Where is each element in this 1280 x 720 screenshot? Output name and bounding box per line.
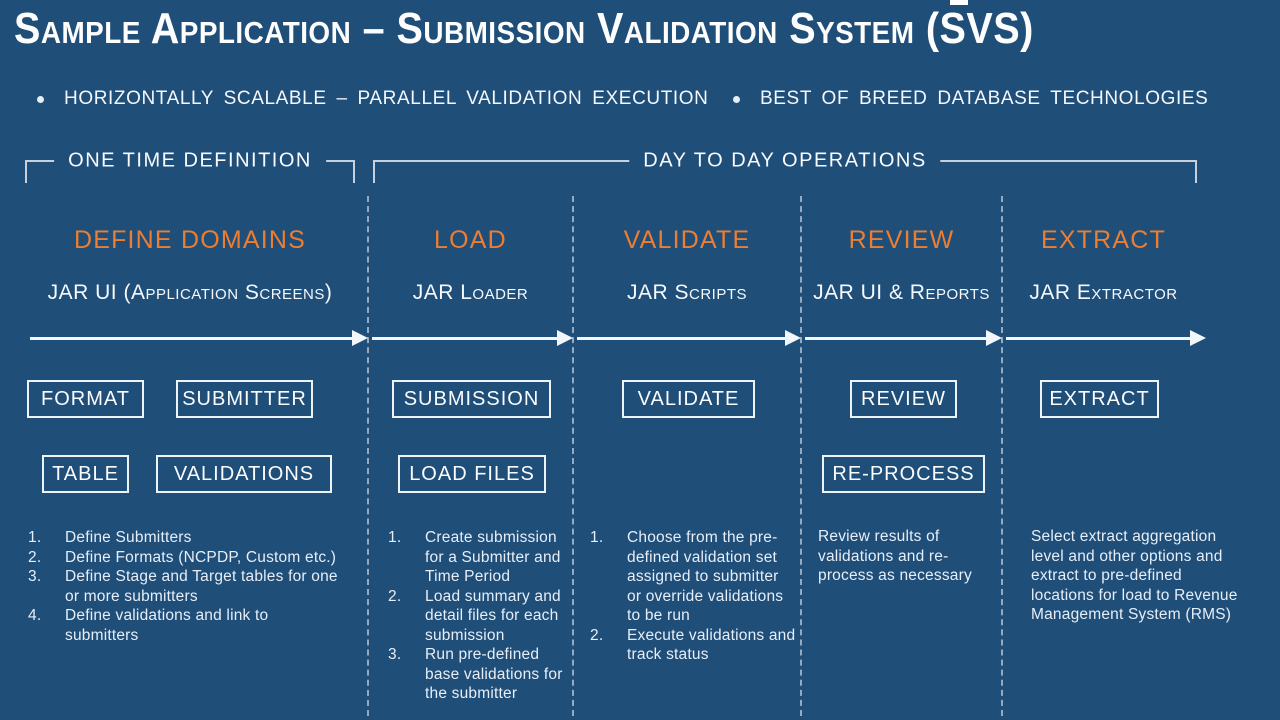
list-item: Create submission for a Submitter and Ti… [425, 529, 561, 585]
list-item: Choose from the pre-defined validation s… [627, 529, 784, 624]
column-heading-validate: VALIDATE [623, 226, 751, 254]
column-subtitle-jar-extractor: JAR Extractor [1029, 281, 1178, 304]
column-separator [1001, 196, 1003, 716]
list-item: Define validations and link to submitter… [65, 607, 269, 644]
step-box-validations: VALIDATIONS [156, 455, 332, 493]
one-time-definition-bracket: ONE TIME DEFINITION [25, 149, 355, 183]
column-subtitle-jar-scripts: JAR Scripts [626, 281, 748, 304]
list-item: Execute validations and track status [627, 626, 796, 664]
flow-arrow [30, 330, 368, 346]
step-box-submission: SUBMISSION [392, 380, 551, 418]
extract-note: Select extract aggregation level and oth… [1031, 528, 1238, 623]
day-to-day-operations-label: DAY TO DAY OPERATIONS [629, 149, 941, 173]
bullet-icon [733, 95, 740, 103]
flow-arrow [1006, 330, 1206, 346]
bullet-item-database: BEST OF BREED DATABASE TECHNOLOGIES [733, 88, 1208, 110]
step-box-load-files: LOAD FILES [398, 455, 546, 493]
load-task-list: Create submission for a Submitter and Ti… [388, 528, 572, 704]
step-box-validate: VALIDATE [622, 380, 755, 418]
list-item: Load summary and detail files for each s… [425, 587, 561, 644]
column-subtitle-jar-loader: JAR Loader [412, 281, 529, 304]
step-box-review: REVIEW [850, 380, 957, 418]
one-time-definition-label: ONE TIME DEFINITION [54, 149, 326, 173]
step-box-format: FORMAT [27, 380, 144, 418]
column-heading-review: REVIEW [848, 226, 955, 254]
bullet-icon [37, 95, 44, 103]
flow-arrow [372, 330, 573, 346]
flow-arrow [805, 330, 1002, 346]
list-item: Define Stage and Target tables for one o… [65, 568, 338, 605]
review-note: Review results of validations and re-pro… [818, 528, 972, 584]
column-separator [367, 196, 369, 716]
day-to-day-operations-bracket: DAY TO DAY OPERATIONS [373, 149, 1197, 183]
column-separator [800, 196, 802, 716]
define-domains-task-list: Define Submitters Define Formats (NCPDP,… [28, 528, 342, 645]
bullet-item-scalability: HORIZONTALLY SCALABLE – PARALLEL VALIDAT… [37, 88, 709, 110]
validate-task-list: Choose from the pre-defined validation s… [590, 528, 796, 665]
column-subtitle-jar-ui-reports: JAR UI & Reports [813, 281, 990, 304]
list-item: Define Formats (NCPDP, Custom etc.) [65, 548, 337, 566]
bullet-text: HORIZONTALLY SCALABLE – PARALLEL VALIDAT… [64, 88, 709, 109]
list-item: Define Submitters [65, 529, 192, 546]
screen-artifact [950, 0, 968, 5]
step-box-re-process: RE-PROCESS [822, 455, 985, 493]
column-heading-define-domains: DEFINE DOMAINS [73, 226, 307, 254]
column-heading-extract: EXTRACT [1040, 226, 1167, 254]
list-item: Run pre-defined base validations for the… [425, 646, 563, 702]
flow-arrow [577, 330, 801, 346]
column-heading-load: LOAD [434, 226, 507, 254]
slide-title: Sample Application – Submission Validati… [14, 4, 1034, 53]
step-box-extract: EXTRACT [1040, 380, 1159, 418]
column-subtitle-jar-ui: JAR UI (Application Screens) [47, 281, 333, 304]
bullet-text: BEST OF BREED DATABASE TECHNOLOGIES [760, 88, 1209, 109]
column-separator [572, 196, 574, 716]
step-box-submitter: SUBMITTER [176, 380, 313, 418]
step-box-table: TABLE [42, 455, 129, 493]
